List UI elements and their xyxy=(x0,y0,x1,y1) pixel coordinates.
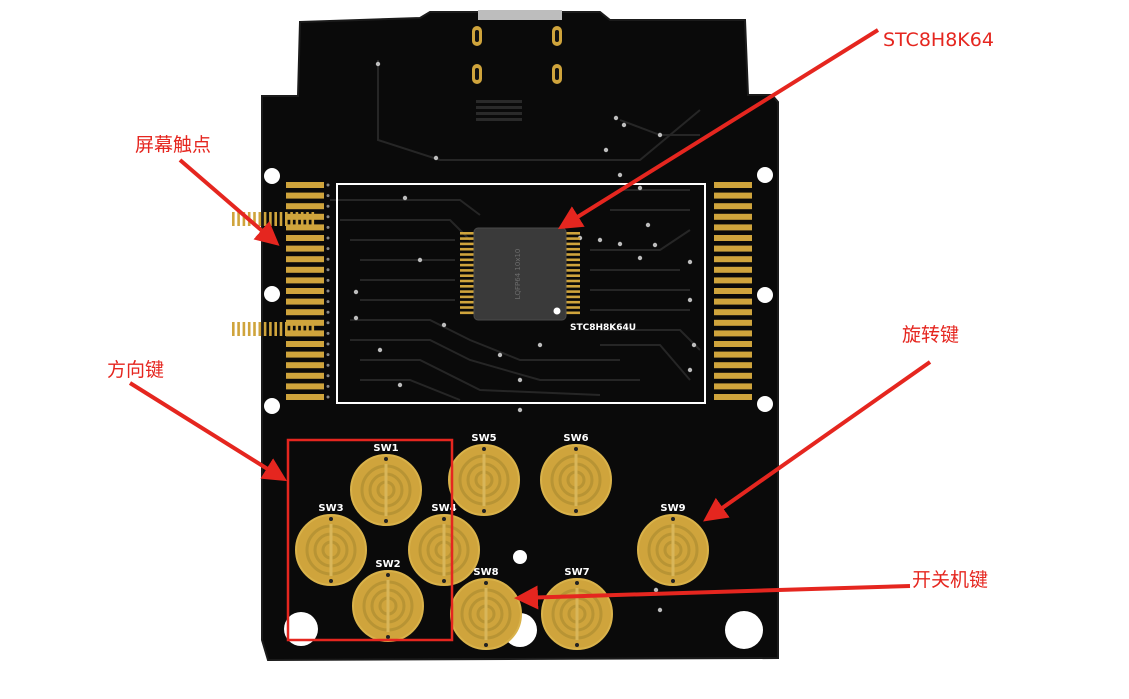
screen-area-outline xyxy=(336,183,706,404)
contact-pad xyxy=(286,362,324,369)
callout-mcu: STC8H8K64 xyxy=(883,29,994,51)
contact-pad xyxy=(286,383,324,390)
mcu-chip-body xyxy=(473,227,567,321)
switch-sw3: SW3 xyxy=(295,503,367,586)
screen-contact-pads-right xyxy=(714,182,752,400)
switch-label: SW2 xyxy=(375,559,400,570)
arrow-mcu xyxy=(557,28,880,230)
switch-label: SW3 xyxy=(318,503,343,514)
contact-pad xyxy=(286,330,324,337)
contact-pad xyxy=(286,298,324,305)
switch-sw6: SW6 xyxy=(540,433,612,516)
chip-silk-label: STC8H8K64U xyxy=(570,323,636,333)
contact-pad xyxy=(286,351,324,358)
contact-pad xyxy=(714,372,752,379)
contact-pad xyxy=(714,394,752,400)
switch-sw5: SW5 xyxy=(448,433,520,516)
switch-label: SW6 xyxy=(563,433,588,444)
contact-pad xyxy=(286,256,324,263)
contact-pad xyxy=(714,362,752,369)
contact-pad xyxy=(714,288,752,294)
switch-sw4: SW4 xyxy=(408,503,480,586)
switch-label: SW1 xyxy=(373,443,398,454)
contact-pad xyxy=(714,330,752,337)
contact-pad xyxy=(714,341,752,347)
contact-pad xyxy=(286,266,324,273)
arrow-dpad xyxy=(128,381,288,482)
contact-pad xyxy=(714,224,752,231)
callout-screen-contacts: 屏幕触点 xyxy=(135,134,212,156)
contact-pad xyxy=(714,383,752,390)
dpad-highlight-box xyxy=(286,438,454,642)
contact-pad xyxy=(714,245,752,252)
arrow-screen-contacts xyxy=(178,158,280,246)
switch-sw9: SW9 xyxy=(637,503,709,586)
contact-pad xyxy=(286,213,324,220)
mcu-chip: LQFP64 10x10 STC8H8K64U xyxy=(232,212,636,336)
switch-label: SW4 xyxy=(431,503,456,514)
vias xyxy=(353,61,697,613)
callout-power-key: 开关机键 xyxy=(912,569,989,591)
contact-pad xyxy=(286,277,324,284)
usb-connector-shell xyxy=(478,10,562,20)
contact-pad xyxy=(714,192,752,199)
contact-pad xyxy=(286,245,324,252)
contact-pad xyxy=(286,182,324,188)
contact-pad xyxy=(286,192,324,199)
switch-label: SW7 xyxy=(564,567,589,578)
contact-pad xyxy=(286,319,324,326)
arrow-rotate-key xyxy=(703,360,932,522)
contact-pad xyxy=(714,351,752,358)
switch-label: SW8 xyxy=(473,567,498,578)
callout-rotate-key: 旋转键 xyxy=(902,324,960,346)
contact-pad xyxy=(286,224,324,231)
screen-contact-pads-left xyxy=(286,182,330,400)
contact-pad xyxy=(714,298,752,305)
arrow-power-key xyxy=(514,584,911,610)
usb-signal-pads xyxy=(476,100,522,121)
contact-pad xyxy=(286,288,324,294)
contact-pad xyxy=(714,277,752,284)
contact-pad xyxy=(714,203,752,210)
contact-pad xyxy=(286,394,324,400)
contact-pad xyxy=(714,235,752,241)
contact-pad xyxy=(286,309,324,316)
contact-pad xyxy=(714,319,752,326)
contact-pad xyxy=(286,372,324,379)
chip-package-text: LQFP64 10x10 xyxy=(514,249,522,300)
contact-pad xyxy=(286,203,324,210)
contact-pad xyxy=(714,213,752,220)
pcb-traces xyxy=(330,60,701,401)
switch-label: SW5 xyxy=(471,433,496,444)
contact-pad xyxy=(714,256,752,263)
contact-pad xyxy=(714,182,752,188)
contact-pad xyxy=(714,266,752,273)
contact-pad xyxy=(286,341,324,347)
callout-dpad: 方向键 xyxy=(107,359,165,381)
switch-sw1: SW1 xyxy=(350,443,422,526)
switch-label: SW9 xyxy=(660,503,685,514)
contact-pad xyxy=(286,235,324,241)
switch-sw8: SW8 xyxy=(450,567,522,650)
contact-pad xyxy=(714,309,752,316)
